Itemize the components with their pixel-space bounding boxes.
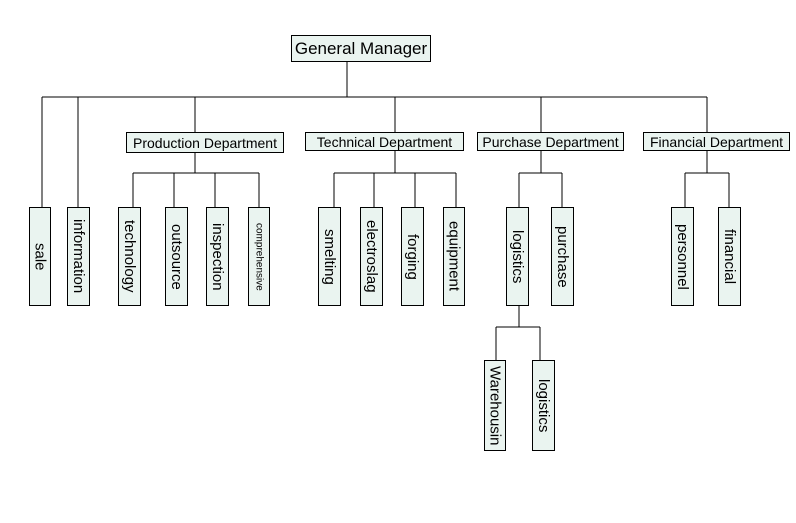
unit-label: smelting (321, 228, 338, 285)
technical-department-box: Technical Department (305, 132, 464, 151)
electroslag-box: electroslag (360, 207, 383, 306)
personnel-box: personnel (671, 207, 694, 306)
unit-label: personnel (674, 223, 691, 290)
unit-label: logistics (535, 378, 552, 433)
unit-label: electroslag (363, 220, 380, 293)
sale-box: sale (29, 207, 51, 306)
department-label: Production Department (133, 134, 277, 151)
unit-label: sale (31, 242, 49, 271)
department-label: Financial Department (649, 133, 784, 150)
logistics-sub-box: logistics (532, 360, 555, 451)
unit-label: inspection (209, 222, 226, 291)
unit-label: logistics (509, 229, 526, 284)
unit-label: equipment (445, 221, 463, 292)
equipment-box: equipment (443, 207, 465, 306)
comprehensive-box: comprehensive (248, 207, 270, 306)
unit-label: purchase (554, 225, 571, 288)
technology-box: technology (118, 207, 141, 306)
production-department-box: Production Department (126, 132, 284, 153)
unit-label: outsource (168, 223, 185, 290)
unit-label: financial (721, 228, 738, 285)
logistics-box: logistics (506, 207, 529, 306)
warehousing-box: Warehousin (484, 360, 506, 451)
financial-department-box: Financial Department (643, 132, 790, 151)
unit-label: technology (121, 220, 138, 293)
financial-box: financial (718, 207, 741, 306)
forging-box: forging (401, 207, 424, 306)
general-manager-label: General Manager (294, 38, 428, 58)
smelting-box: smelting (318, 207, 341, 306)
department-label: Technical Department (316, 133, 453, 150)
unit-label: forging (404, 233, 421, 280)
unit-label: comprehensive (253, 222, 265, 291)
purchase-department-box: Purchase Department (477, 132, 624, 151)
unit-label: Warehousin (486, 365, 504, 446)
outsource-box: outsource (165, 207, 188, 306)
department-label: Purchase Department (482, 133, 619, 150)
information-box: information (67, 207, 90, 306)
purchase-box: purchase (551, 207, 574, 306)
inspection-box: inspection (206, 207, 229, 306)
general-manager-box: General Manager (291, 35, 431, 62)
unit-label: information (70, 219, 87, 294)
